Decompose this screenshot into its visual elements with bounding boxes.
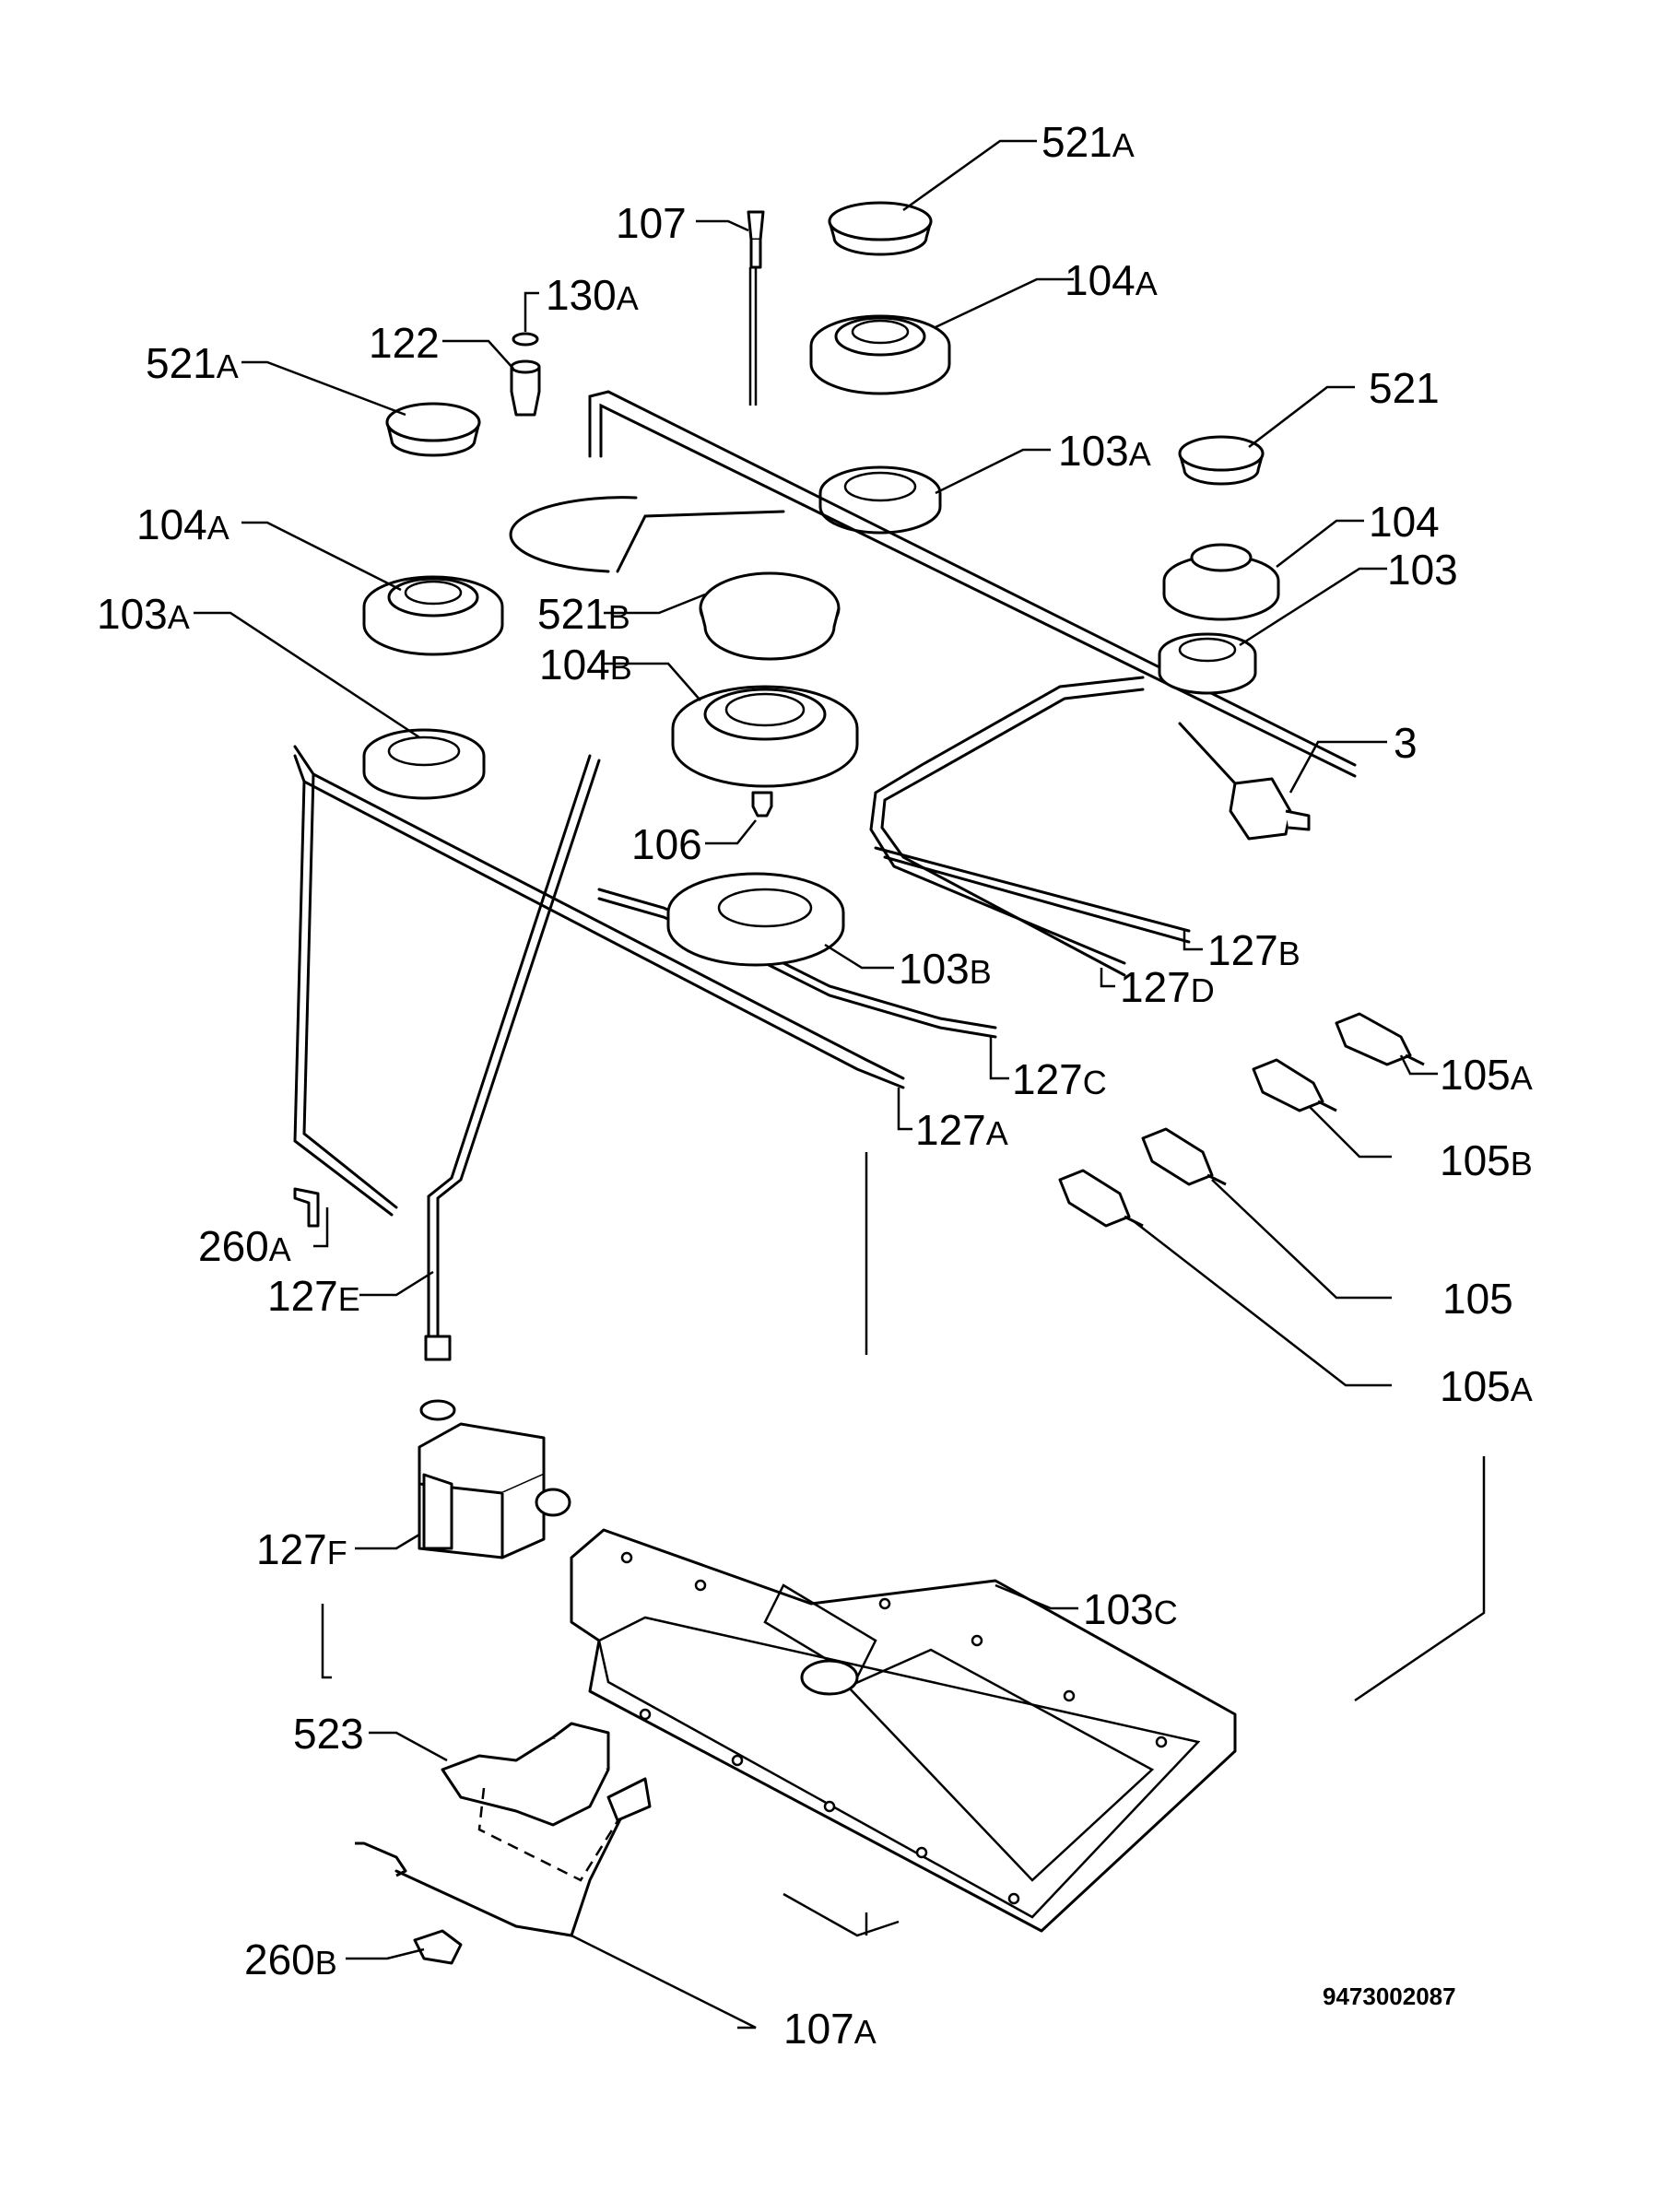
burner-base-103b bbox=[666, 872, 845, 967]
label-103c: 103C bbox=[1083, 1585, 1178, 1633]
label-104: 104 bbox=[1369, 498, 1440, 546]
burner-head-104b bbox=[671, 685, 859, 788]
burner-base-103a-left bbox=[362, 728, 486, 800]
burner-head-104a-top bbox=[809, 314, 951, 395]
injector-105 bbox=[1141, 1127, 1227, 1186]
burner-head-104 bbox=[1162, 543, 1280, 621]
label-105a-bottom: 105A bbox=[1440, 1362, 1533, 1410]
label-127a: 127A bbox=[915, 1106, 1008, 1154]
label-104b: 104B bbox=[539, 641, 632, 688]
label-521a-left: 521A bbox=[146, 339, 239, 387]
nozzle-122 bbox=[510, 332, 541, 417]
burner-cap-521b bbox=[699, 571, 841, 661]
label-106: 106 bbox=[631, 820, 702, 868]
label-521a-top: 521A bbox=[1041, 118, 1135, 166]
label-130a: 130A bbox=[546, 271, 639, 319]
burner-cap-521a-left bbox=[385, 402, 481, 457]
injector-106 bbox=[751, 791, 773, 818]
injector-105a-top bbox=[1335, 1012, 1425, 1066]
injector-105b bbox=[1252, 1058, 1337, 1112]
base-plate-103c bbox=[570, 1528, 1237, 1933]
label-127f: 127F bbox=[256, 1525, 347, 1573]
gas-pipes-lower bbox=[293, 496, 1191, 1217]
label-260b: 260B bbox=[244, 1936, 337, 1983]
label-103a-left: 103A bbox=[97, 590, 190, 638]
clip-260a bbox=[293, 1187, 320, 1228]
label-260a: 260A bbox=[198, 1222, 291, 1270]
label-521: 521 bbox=[1369, 364, 1440, 412]
bracket-523 bbox=[441, 1722, 629, 1882]
label-103: 103 bbox=[1387, 546, 1458, 594]
label-105: 105 bbox=[1442, 1275, 1513, 1323]
label-3: 3 bbox=[1394, 719, 1418, 767]
burner-head-104a-left bbox=[362, 575, 504, 656]
thermostat-block-127f bbox=[418, 1399, 571, 1559]
injector-105a-bottom bbox=[1058, 1169, 1144, 1228]
electrode-lead-107a bbox=[355, 1777, 652, 1937]
label-122: 122 bbox=[369, 319, 440, 367]
burner-base-103 bbox=[1158, 632, 1257, 695]
clip-260b bbox=[413, 1929, 463, 1965]
label-104a-left: 104A bbox=[136, 500, 229, 548]
document-number: 9473002087 bbox=[1323, 1983, 1456, 2010]
label-103a-mid: 103A bbox=[1058, 427, 1151, 475]
label-127e: 127E bbox=[267, 1272, 360, 1320]
electrode-107 bbox=[747, 210, 765, 406]
label-107a: 107A bbox=[783, 2005, 877, 2053]
gas-rail-upper bbox=[588, 390, 1357, 778]
label-105b: 105B bbox=[1440, 1136, 1533, 1184]
label-127c: 127C bbox=[1012, 1055, 1107, 1103]
label-103b: 103B bbox=[899, 945, 992, 993]
label-104a-top: 104A bbox=[1065, 256, 1158, 304]
label-107: 107 bbox=[616, 199, 687, 247]
leader-lines bbox=[194, 139, 1438, 2030]
part-labels: 521A 107 130A 104A 122 521A 521 103A 104… bbox=[97, 118, 1533, 2053]
label-105a-top: 105A bbox=[1440, 1051, 1533, 1099]
label-523: 523 bbox=[293, 1710, 364, 1758]
label-521b: 521B bbox=[537, 590, 630, 638]
label-127d: 127D bbox=[1120, 963, 1215, 1011]
label-127b: 127B bbox=[1207, 926, 1300, 974]
valve-3 bbox=[1178, 722, 1311, 841]
guide-lines bbox=[321, 1152, 1486, 1937]
burner-cap-521a-top bbox=[828, 201, 933, 256]
burner-cap-521 bbox=[1178, 435, 1265, 486]
